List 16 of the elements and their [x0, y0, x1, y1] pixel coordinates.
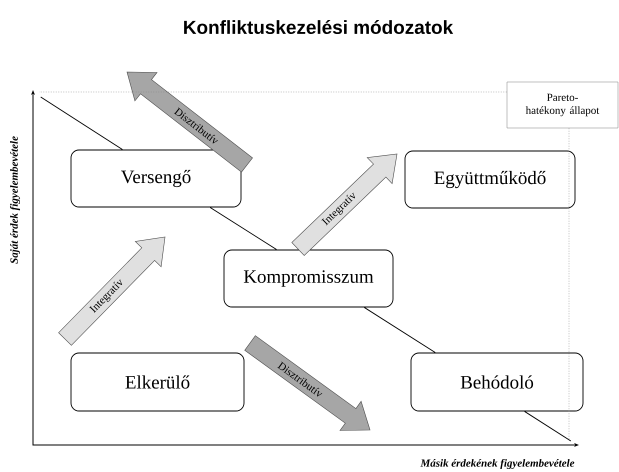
note-box: Pareto-hatékony állapot — [506, 82, 618, 128]
guide-line — [568, 128, 570, 440]
mode-box: Versengő — [70, 150, 242, 208]
axis-label: Másik érdekének figyelembevétele — [420, 458, 574, 470]
diagonal-line — [40, 96, 123, 150]
mode-box: Behódoló — [410, 352, 584, 412]
block-arrow — [244, 335, 370, 431]
diagonal-line — [524, 411, 572, 442]
mode-box: Együttműködő — [404, 150, 576, 208]
title: Konfliktuskezelési módozatok — [184, 20, 454, 34]
mode-box: Kompromisszum — [224, 250, 394, 308]
block-arrow — [58, 236, 166, 346]
diagonal-line — [364, 307, 436, 353]
diagonal-line — [210, 207, 277, 250]
axis-label: Saját érdek figyelembevétele — [10, 136, 20, 264]
mode-box: Elkerülő — [70, 352, 244, 412]
